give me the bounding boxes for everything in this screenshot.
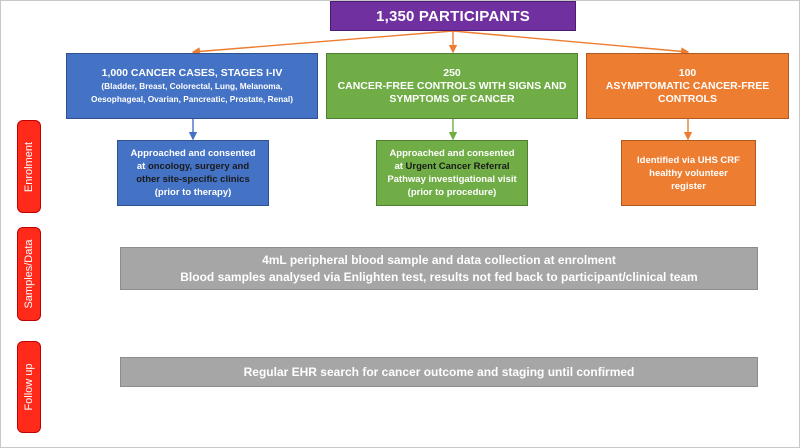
cases-enrolment-line1: Approached and consented [130, 148, 256, 159]
asymptomatic-controls-line1: ASYMPTOMATIC CANCER-FREE [605, 79, 770, 92]
cases-enrolment-line2: at oncology, surgery and [137, 160, 249, 173]
cases-enrolment-at: at [136, 161, 146, 172]
symptomatic-controls-line1: CANCER-FREE CONTROLS WITH SIGNS AND [337, 79, 567, 92]
controls-enrolment-box: Approached and consented at Urgent Cance… [376, 140, 528, 206]
cancer-types-line1: (Bladder, Breast, Colorectal, Lung, Mela… [101, 81, 283, 91]
arrow-to-cases [191, 30, 454, 56]
controls-enrolment-line2: at Urgent Cancer Referral [394, 160, 509, 173]
symptomatic-controls-line2: SYMPTOMS OF CANCER [389, 92, 515, 105]
stage-label-enrolment-text: Enrolment [23, 141, 35, 192]
asymptomatic-enrolment-line3: register [671, 180, 706, 192]
controls-enrolment-visit: Pathway investigational visit [387, 174, 517, 185]
asymptomatic-enrolment-line2: healthy volunteer [649, 167, 728, 179]
asymptomatic-enrolment-line1: Identified via UHS CRF [637, 154, 740, 166]
asymptomatic-controls-line2: CONTROLS [658, 92, 717, 105]
stage-label-follow-up: Follow up [17, 341, 41, 433]
asymptomatic-controls-count: 100 [678, 66, 697, 79]
asymptomatic-enrolment-box: Identified via UHS CRF healthy volunteer… [621, 140, 756, 206]
stage-label-samples: Samples/Data [17, 227, 41, 321]
samples-data-box: 4mL peripheral blood sample and data col… [120, 247, 758, 290]
symptomatic-controls-box: 250 CANCER-FREE CONTROLS WITH SIGNS AND … [326, 53, 578, 119]
cases-enrolment-site-clinics: other site-specific clinics [136, 174, 250, 185]
participants-total-label: 1,350 PARTICIPANTS [376, 7, 530, 25]
follow-up-text: Regular EHR search for cancer outcome an… [243, 365, 635, 379]
stage-label-samples-text: Samples/Data [23, 239, 35, 309]
controls-enrolment-line1: Approached and consented [389, 148, 515, 159]
symptomatic-controls-count: 250 [443, 66, 461, 79]
cancer-types-line2: Oesophageal, Ovarian, Pancreatic, Prosta… [91, 93, 293, 104]
follow-up-box: Regular EHR search for cancer outcome an… [120, 357, 758, 387]
arrow-to-asymptomatic [452, 30, 690, 56]
controls-enrolment-timing: (prior to procedure) [407, 187, 497, 198]
controls-enrolment-referral: Urgent Cancer Referral [405, 161, 510, 172]
cancer-cases-box: 1,000 CANCER CASES, STAGES I-IV (Bladder… [66, 53, 318, 119]
controls-enrolment-at: at [394, 161, 403, 172]
cases-enrolment-clinics: oncology, surgery and [147, 161, 250, 172]
samples-line2: Blood samples analysed via Enlighten tes… [180, 269, 698, 284]
asymptomatic-controls-box: 100 ASYMPTOMATIC CANCER-FREE CONTROLS [586, 53, 789, 119]
cases-enrolment-timing: (prior to therapy) [154, 187, 232, 198]
stage-label-follow-up-text: Follow up [23, 363, 35, 411]
samples-line1: 4mL peripheral blood sample and data col… [262, 252, 616, 267]
stage-label-enrolment: Enrolment [17, 120, 41, 213]
participants-total-box: 1,350 PARTICIPANTS [330, 1, 576, 31]
cases-enrolment-box: Approached and consented at oncology, su… [117, 140, 269, 206]
cancer-cases-heading: 1,000 CANCER CASES, STAGES I-IV [101, 67, 283, 79]
